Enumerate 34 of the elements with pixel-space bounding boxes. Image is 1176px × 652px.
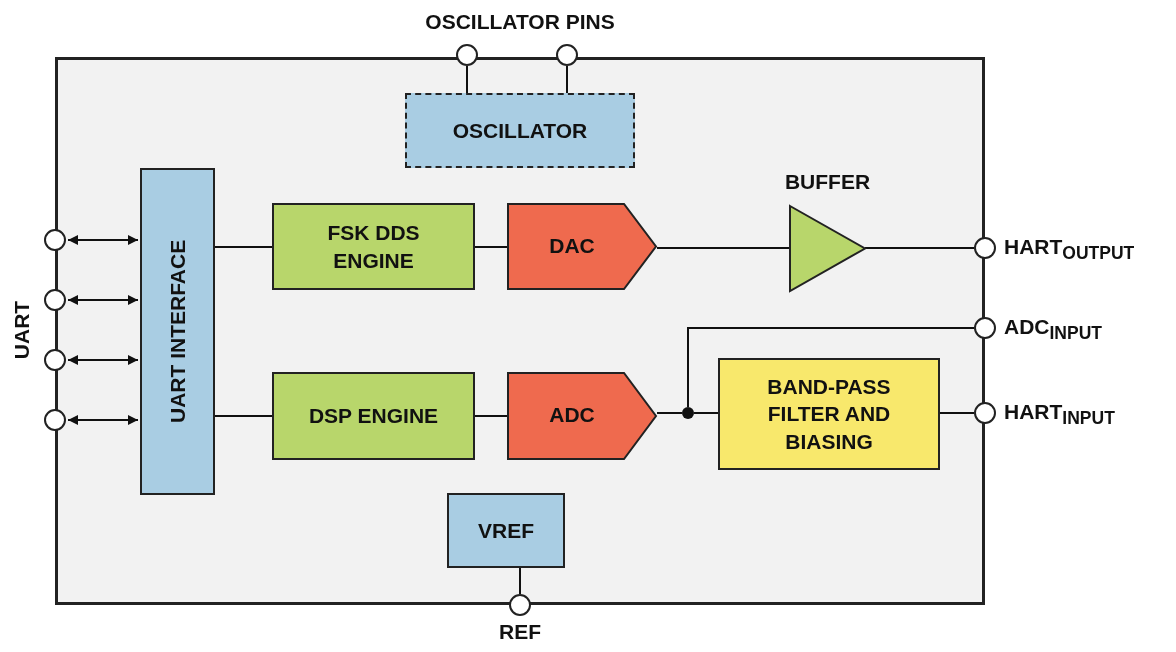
signal-line (214, 246, 273, 248)
function-block: DSP ENGINE (272, 372, 475, 460)
signal-line (474, 415, 508, 417)
signal-line (474, 246, 508, 248)
double-arrow (67, 415, 139, 425)
signal-line (864, 247, 975, 249)
function-block: FSK DDS ENGINE (272, 203, 475, 290)
signal-line (939, 412, 975, 414)
signal-line (693, 412, 719, 414)
signal-line (214, 415, 273, 417)
pin-label: REF (499, 620, 541, 644)
double-arrow (67, 355, 139, 365)
function-block: OSCILLATOR (405, 93, 635, 168)
port-label: UART (10, 300, 34, 360)
signal-line (566, 65, 568, 94)
function-block: VREF (447, 493, 565, 568)
chip-outline (55, 57, 985, 605)
double-arrow (67, 295, 139, 305)
pin-group-label: OSCILLATOR PINS (425, 10, 615, 34)
block-label: DAC (548, 233, 596, 258)
pin-label: HART$_{INPUT}$ (1004, 400, 1115, 430)
pin-label: ADC$_{INPUT}$ (1004, 315, 1102, 345)
junction-dot (682, 407, 694, 419)
interface-block: UART INTERFACE (140, 168, 215, 495)
block-label: BUFFER (783, 170, 872, 194)
signal-line (466, 65, 468, 94)
pin-label: HART$_{OUTPUT}$ (1004, 235, 1135, 265)
function-block: BAND-PASS FILTER AND BIASING (718, 358, 940, 470)
signal-line (687, 327, 975, 408)
signal-line (519, 567, 521, 595)
signal-line (656, 412, 683, 414)
block-label: ADC (548, 403, 596, 427)
signal-line (656, 247, 791, 249)
double-arrow (67, 235, 139, 245)
